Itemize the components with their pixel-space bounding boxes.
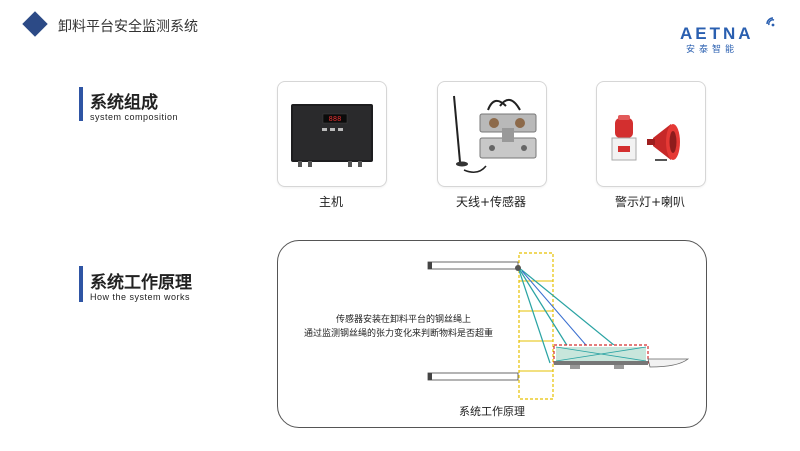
- section-accent-bar: [79, 266, 83, 302]
- section-subtitle-principle: How the system works: [90, 292, 191, 302]
- svg-text:888: 888: [329, 115, 342, 123]
- principle-illustration: [427, 252, 690, 400]
- brand-logo: AETNA 安泰智能: [680, 12, 780, 55]
- header-diamond-icon: [22, 11, 48, 37]
- diagram-text-line2: 通过监测钢丝绳的张力变化来判断物料是否超重: [304, 329, 494, 339]
- component-label-antenna-sensor: 天线+传感器: [455, 195, 527, 209]
- logo-tagline: 安泰智能: [686, 45, 739, 55]
- page-title: 卸料平台安全监测系统: [58, 19, 198, 35]
- diagram-caption: 系统工作原理: [459, 405, 525, 418]
- component-card-host: 888: [277, 81, 387, 187]
- signal-icon: [766, 17, 775, 27]
- component-card-antenna-sensor: [437, 81, 547, 187]
- section-title-composition: 系统组成: [90, 93, 158, 113]
- diagram-text-line1: 传感器安装在卸料平台的钢丝绳上: [336, 315, 472, 325]
- warning-light-horn-image: [611, 115, 680, 161]
- section-subtitle-composition: system composition: [90, 112, 179, 122]
- section-accent-bar: [79, 87, 83, 121]
- component-label-light-horn: 警示灯+喇叭: [614, 195, 686, 209]
- host-device-image: 888: [291, 104, 373, 167]
- component-label-host: 主机: [318, 195, 343, 209]
- section-title-principle: 系统工作原理: [90, 273, 192, 293]
- working-principle-diagram: 传感器安装在卸料平台的钢丝绳上 通过监测钢丝绳的张力变化来判断物料是否超重 系统…: [277, 240, 707, 428]
- component-card-light-horn: [596, 81, 706, 187]
- antenna-sensor-image: [453, 95, 537, 173]
- logo-brand: AETNA: [680, 24, 754, 43]
